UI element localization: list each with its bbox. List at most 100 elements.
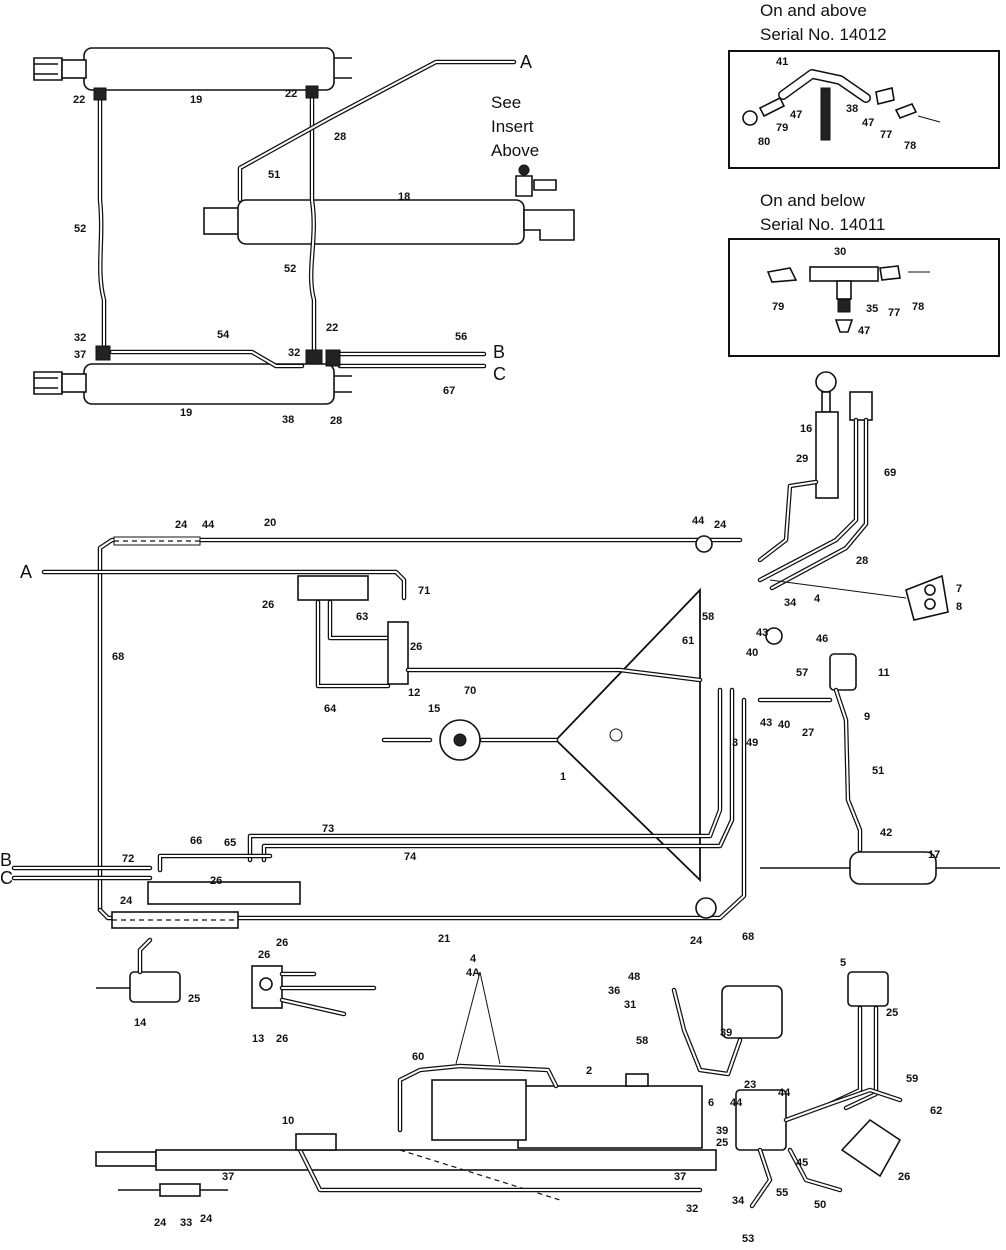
label-68-a: 68	[112, 651, 124, 663]
label-10: 10	[282, 1115, 294, 1127]
label-18: 18	[398, 191, 410, 203]
insert-lower-title-line2: Serial No. 14011	[760, 215, 885, 234]
label-44-d: 44	[730, 1097, 743, 1109]
fitting-22-bottom	[325, 349, 341, 367]
label-77: 77	[880, 129, 892, 141]
fitting-77b	[879, 265, 901, 281]
fitting-47	[875, 87, 895, 105]
valve-11	[829, 653, 857, 691]
connector-B-left: B	[0, 850, 12, 870]
label-58-a: 58	[702, 611, 714, 623]
label-17: 17	[928, 849, 940, 861]
label-67: 67	[443, 385, 455, 397]
label-37-c: 37	[674, 1171, 686, 1183]
label-40-a: 40	[746, 647, 758, 659]
tank-body	[431, 1079, 527, 1141]
label-65: 65	[224, 837, 236, 849]
label-34-a: 34	[784, 597, 797, 609]
label-66: 66	[190, 835, 202, 847]
label-19-a: 19	[190, 94, 202, 106]
label-30: 30	[834, 246, 846, 258]
clevis-left-bottom	[33, 371, 63, 395]
label-47a: 47	[790, 109, 802, 121]
label-58-b: 58	[636, 1035, 648, 1047]
label-29: 29	[796, 453, 808, 465]
label-37-a: 37	[74, 349, 86, 361]
tube-66	[157, 853, 273, 873]
valve-10	[295, 1133, 337, 1151]
label-80: 80	[758, 136, 770, 148]
fitting-32-right	[305, 349, 323, 365]
fitting-22-left	[93, 87, 107, 101]
label-26-e: 26	[258, 949, 270, 961]
label-40-b: 40	[778, 719, 790, 731]
valve-33	[159, 1183, 201, 1197]
label-74: 74	[404, 851, 417, 863]
label-54: 54	[217, 329, 230, 341]
label-4-b: 4	[470, 953, 477, 965]
connector-C-left: C	[0, 868, 13, 888]
bottom-tractor-section: 4 4A 5 48 36 31 25 26 26 14 25 13 26 58 …	[95, 937, 942, 1245]
clevis-left-top	[33, 57, 63, 81]
label-26-c: 26	[210, 875, 222, 887]
hose-53	[749, 1147, 773, 1209]
label-57: 57	[796, 667, 808, 679]
valve-16-body	[815, 411, 839, 499]
label-4A: 4A	[466, 967, 480, 979]
label-78b: 78	[912, 301, 924, 313]
label-26-a: 26	[262, 599, 274, 611]
label-24-c: 24	[120, 895, 133, 907]
label-28-b: 28	[330, 415, 342, 427]
label-51-b: 51	[872, 765, 884, 777]
connector-A-left: A	[20, 562, 32, 582]
label-1: 1	[560, 771, 566, 783]
valve-14	[129, 971, 181, 1003]
connector-A-top: A	[520, 52, 532, 72]
label-19-b: 19	[180, 407, 192, 419]
label-21: 21	[438, 933, 450, 945]
label-12: 12	[408, 687, 420, 699]
valve-5	[847, 971, 889, 1007]
fitting-77	[894, 102, 918, 120]
label-70: 70	[464, 685, 476, 697]
label-33: 33	[180, 1217, 192, 1229]
label-31: 31	[624, 999, 636, 1011]
label-15: 15	[428, 703, 440, 715]
label-20: 20	[264, 517, 276, 529]
insert-lower-title-line1: On and below	[760, 191, 866, 210]
label-6: 6	[708, 1097, 714, 1109]
frame-triangle-1	[554, 587, 701, 883]
valve-block-12	[387, 621, 409, 685]
label-61: 61	[682, 635, 694, 647]
label-56: 56	[455, 331, 467, 343]
label-28-c: 28	[856, 555, 868, 567]
see-insert-line3: Above	[491, 141, 539, 160]
label-5: 5	[840, 957, 846, 969]
label-44-c: 44	[778, 1087, 791, 1099]
label-26-d: 26	[276, 937, 288, 949]
insert-upper-title-line1: On and above	[760, 1, 867, 20]
label-4-a: 4	[814, 593, 821, 605]
label-9: 9	[864, 711, 870, 723]
tractor-frame	[155, 1149, 717, 1171]
label-24-f: 24	[200, 1213, 213, 1225]
label-62: 62	[930, 1105, 942, 1117]
fitting-80	[742, 110, 758, 126]
insert-lower-frame	[728, 238, 1000, 357]
label-13: 13	[252, 1033, 264, 1045]
tank-cap	[625, 1073, 649, 1087]
label-7: 7	[956, 583, 962, 595]
connector-C-top: C	[493, 364, 506, 384]
label-25-a: 25	[886, 1007, 898, 1019]
label-79b: 79	[772, 301, 784, 313]
label-28-a: 28	[334, 131, 346, 143]
see-insert-line1: See	[491, 93, 521, 112]
hose-50	[787, 1147, 843, 1193]
label-3: 3	[732, 737, 738, 749]
fitting-78	[917, 115, 941, 123]
label-59: 59	[906, 1073, 918, 1085]
label-68-b: 68	[742, 931, 754, 943]
label-37-b: 37	[222, 1171, 234, 1183]
insert-upper-frame	[728, 50, 1000, 169]
label-22-c: 22	[326, 322, 338, 334]
